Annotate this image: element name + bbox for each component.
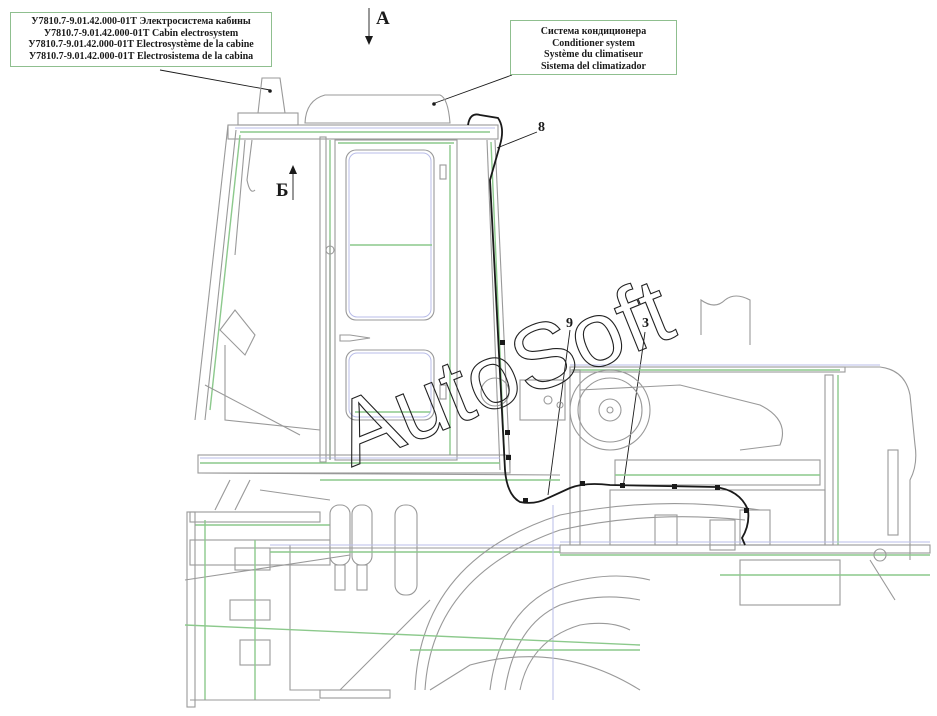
part-number-9: 9 (566, 316, 573, 331)
conditioner-system-callout: Система кондиционера Conditioner system … (510, 20, 677, 75)
part-number-3: 3 (642, 316, 649, 331)
view-a-label: А (376, 8, 390, 29)
harness-clips (500, 340, 749, 513)
callout-line: Conditioner system (552, 37, 635, 49)
callout-line: У7810.7-9.01.42.000-01Т Cabin electrosys… (43, 27, 239, 39)
cabin-electrosystem-callout: У7810.7-9.01.42.000-01Т Электросистема к… (10, 12, 272, 67)
engine-hood (480, 295, 931, 606)
view-b-label: Б (276, 180, 289, 201)
chassis (184, 472, 561, 708)
wiring-harness (467, 113, 750, 546)
view-arrows (289, 8, 373, 200)
cab-structure (194, 77, 511, 474)
callout-line: У7810.7-9.01.42.000-01Т Electrosistema d… (28, 50, 254, 62)
callout-line: Система кондиционера (540, 26, 647, 37)
callout-line: Système du climatiseur (544, 49, 643, 60)
rear-wheel (184, 503, 761, 700)
callout-line: Sistema del climatizador (541, 60, 646, 72)
callout-line: У7810.7-9.01.42.000-01Т Electrosystème d… (28, 39, 254, 50)
leader-lines (159, 69, 646, 496)
callout-line: У7810.7-9.01.42.000-01Т Электросистема к… (31, 16, 251, 27)
part-number-8: 8 (538, 120, 545, 135)
